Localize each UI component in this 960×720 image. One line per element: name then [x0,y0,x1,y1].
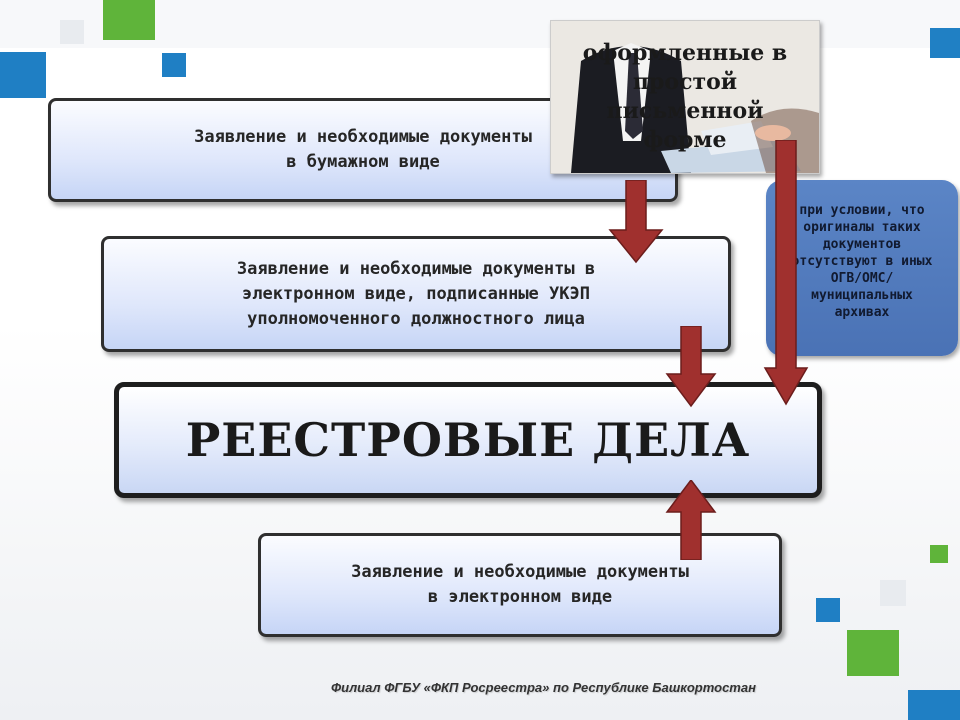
decor-square-light [60,20,84,44]
decor-square-green [103,0,155,40]
side-note-line: оригиналы таких [803,220,921,235]
side-note-line: при условии, что [799,203,925,218]
registry-files-box: РЕЕСТРОВЫЕ ДЕЛА [114,382,822,498]
photo-caption-line: оформленные в [582,40,788,66]
electronic-signed-line: электронном виде, подписанные УКЭП [241,283,590,304]
photo-caption-line: простой [632,69,738,95]
decor-square-blue [0,52,46,98]
electronic-signed-line: уполномоченного должностного лица [247,308,585,329]
photo-caption: оформленные в простой письменной форме [551,39,819,155]
electronic-signed-documents-box: Заявление и необходимые документы в элек… [101,236,731,352]
electronic-documents-text: Заявление и необходимые документы в элек… [351,560,689,610]
side-note-line: муниципальных [811,288,913,303]
decor-square-blue [930,28,960,58]
electronic-signed-documents-text: Заявление и необходимые документы в элек… [237,257,595,332]
originals-condition-box: при условии, что оригиналы таких докумен… [766,180,958,356]
electronic-documents-line: в электронном виде [427,587,613,607]
arrow-down-icon [608,180,664,264]
registry-files-title: РЕЕСТРОВЫЕ ДЕЛА [185,413,751,467]
business-meeting-photo: оформленные в простой письменной форме [550,20,820,174]
decor-square-light [880,580,906,606]
electronic-documents-line: Заявление и необходимые документы [351,562,689,582]
photo-caption-line: форме [643,127,727,153]
decor-square-green-small [930,545,948,563]
side-note-line: архивах [834,305,890,320]
paper-documents-line: Заявление и необходимые документы [194,127,532,147]
arrow-up-icon [665,480,717,560]
paper-documents-text: Заявление и необходимые документы в бума… [194,125,532,175]
photo-illustration [551,21,819,173]
decor-square-blue [908,690,960,720]
side-note-line: отсутствуют в иных [791,254,933,269]
side-note-line: документов [822,237,902,252]
electronic-signed-line: Заявление и необходимые документы в [236,258,596,279]
footer-organization: Филиал ФГБУ «ФКП Росреестра» по Республи… [331,680,756,695]
arrow-down-icon [763,140,809,406]
decor-square-green [847,630,899,676]
side-note-line: ОГВ/ОМС/ [830,271,894,286]
decor-square-blue-small [162,53,186,77]
originals-condition-text: при условии, что оригиналы таких докумен… [766,202,958,321]
arrow-down-icon [665,326,717,408]
decor-square-blue-small [816,598,840,622]
photo-caption-line: письменной [606,98,764,124]
paper-documents-line: в бумажном виде [286,152,440,172]
